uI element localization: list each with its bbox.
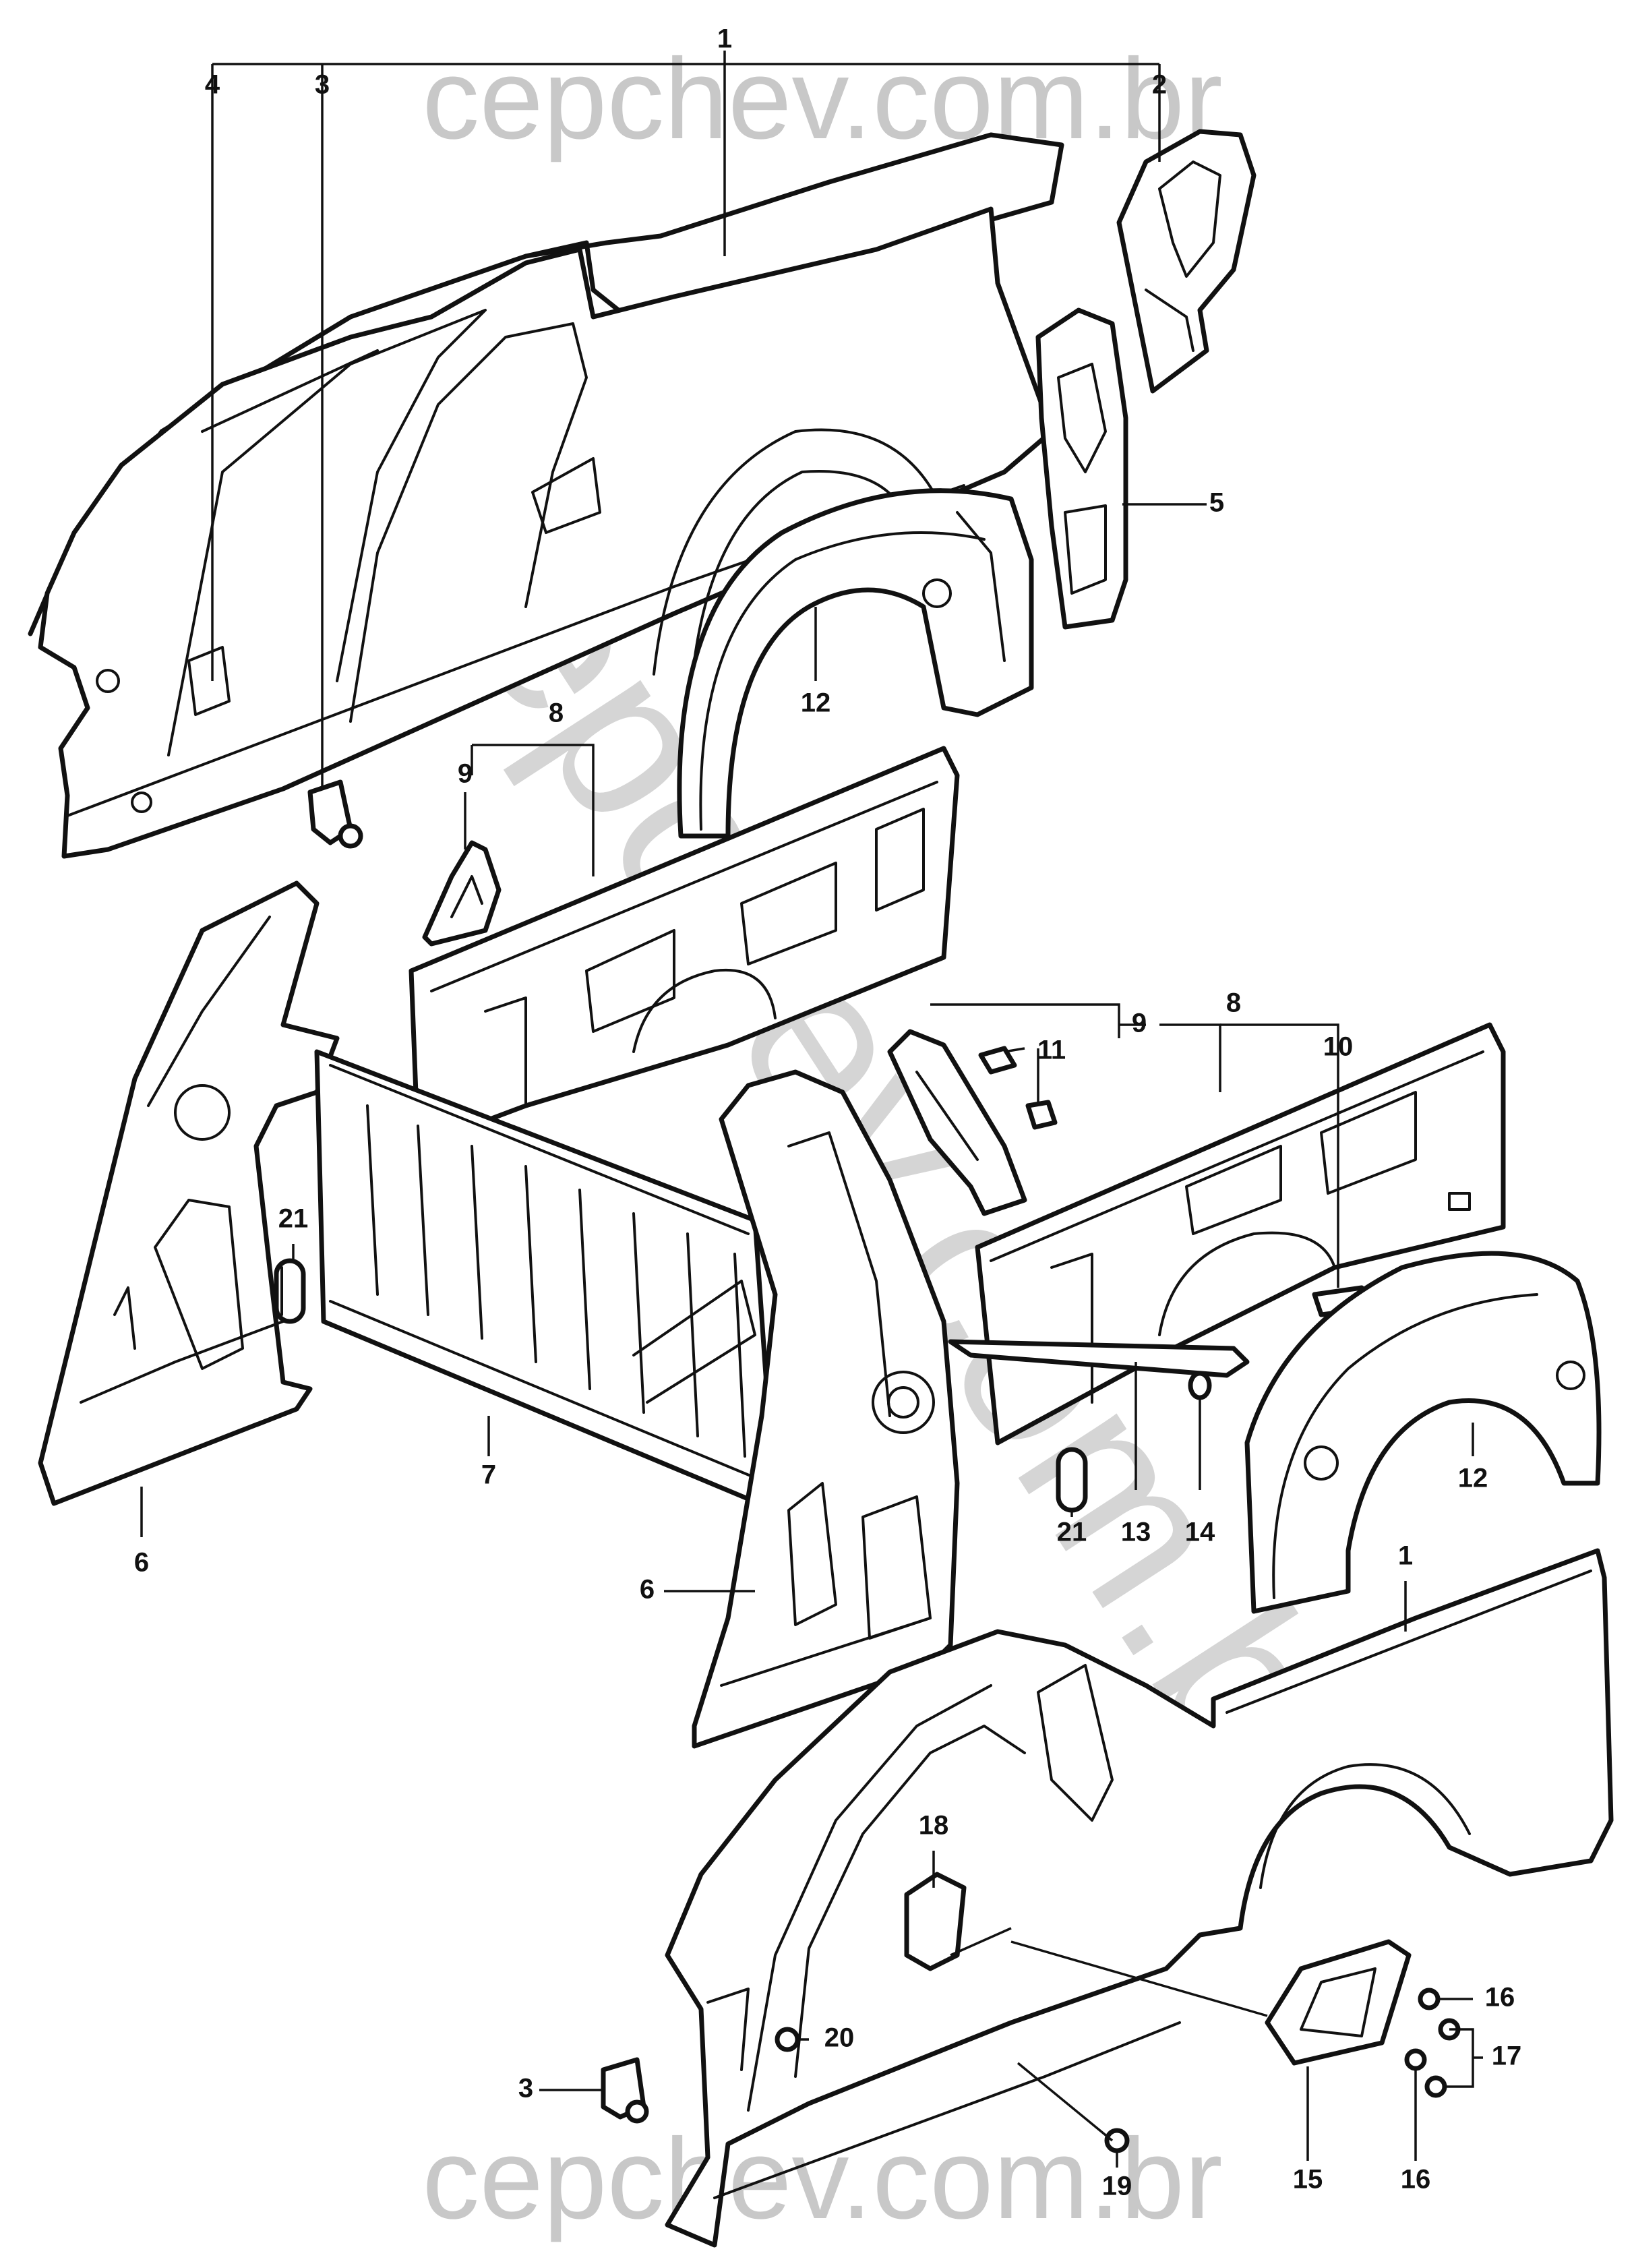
clips [978,1046,1058,1130]
callout-13: 13 [1121,1518,1151,1547]
callout-18: 18 [919,1811,949,1841]
bracket-3-bottom [601,2057,649,2124]
callout-12-top: 12 [801,688,831,718]
callout-17: 17 [1492,2041,1522,2071]
leader-lines [140,51,1483,2168]
callout-8-left: 8 [549,698,564,728]
box-side-inner-right [975,1022,1506,1445]
callout-8-right: 8 [1226,988,1241,1018]
callout-9-right: 9 [1132,1009,1147,1038]
pad-18 [904,1872,967,1971]
plug-left [274,1258,306,1324]
callout-19: 19 [1102,2172,1132,2201]
plug-right [1056,1447,1088,1513]
callout-labels: 1 2 3 4 5 12 8 9 21 7 6 9 11 8 10 12 21 … [134,24,1521,2201]
callout-4: 4 [205,70,220,100]
callout-12-right: 12 [1458,1464,1488,1493]
wheelhouse-top [677,488,1034,839]
callout-14: 14 [1185,1518,1215,1547]
watermark-bottom: cepchev.com.br [422,2115,1222,2243]
callout-16-bottom: 16 [1401,2165,1431,2195]
callout-3-top: 3 [315,70,330,100]
callout-15: 15 [1293,2165,1323,2195]
callout-3-bottom: 3 [518,2074,533,2103]
callout-10: 10 [1323,1032,1354,1062]
inner-body-side-left [38,881,340,1506]
callout-21-left: 21 [278,1204,309,1234]
rear-inner-panel [1035,307,1128,630]
callout-11: 11 [1037,1036,1066,1065]
tie-bar [948,1339,1250,1378]
grommet-14 [1188,1371,1212,1400]
callout-7: 7 [481,1460,496,1490]
body-side-panel-top [28,132,1064,859]
watermark-top: cepchev.com.br [422,35,1222,163]
callout-6-right: 6 [640,1575,655,1605]
callout-21-right: 21 [1057,1518,1087,1547]
pillar-reinforcement-top [1116,129,1257,394]
fuel-door-housing [1265,1939,1412,2066]
gusset-left [422,840,502,947]
callout-20: 20 [824,2023,855,2053]
callout-1-bottom: 1 [1398,1541,1413,1571]
body-side-panel-bottom [665,1548,1614,2248]
inner-body-side-right [692,1069,960,1749]
callout-9-left: 9 [458,759,473,789]
wheelhouse-right [1244,1251,1602,1614]
callout-1-top: 1 [717,24,732,54]
callout-5: 5 [1209,488,1224,518]
callout-2: 2 [1152,70,1167,100]
callout-6-left: 6 [134,1548,149,1578]
box-front-panel [314,1049,778,1513]
gusset-right [887,1029,1027,1216]
callout-16-top: 16 [1485,1983,1515,2012]
bracket-3-top [307,779,363,849]
